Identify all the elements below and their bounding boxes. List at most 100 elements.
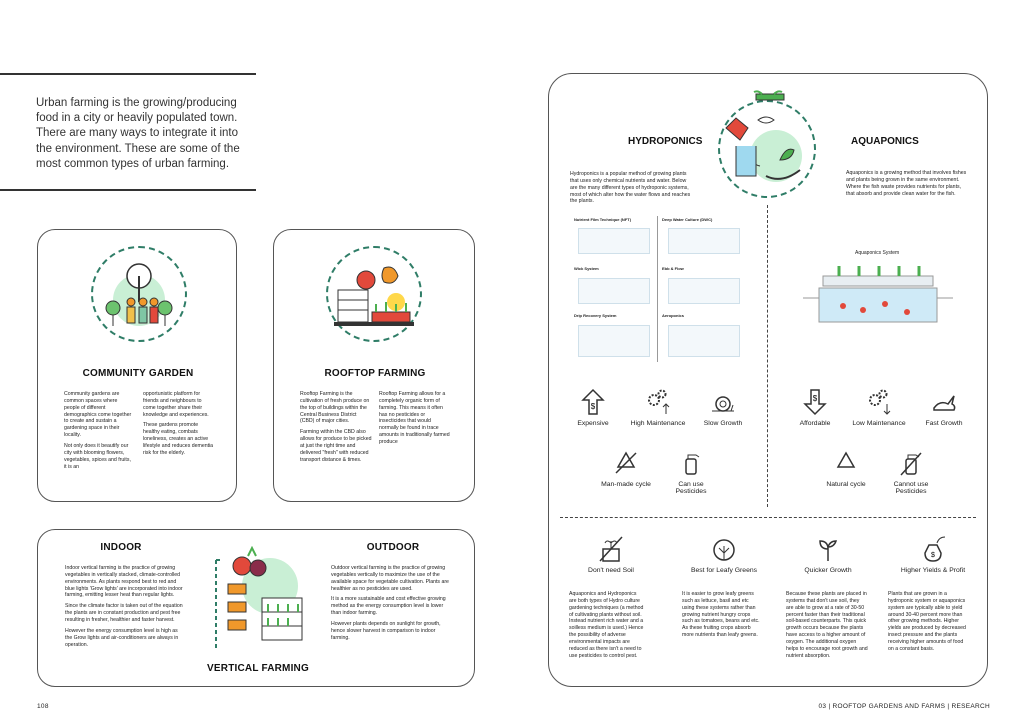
svg-text:$: $ — [931, 552, 935, 559]
prop-low-maintenance: Low Maintenance — [846, 388, 912, 427]
community-col-1: Community gardens are common spaces wher… — [64, 391, 134, 474]
system-label-dwc: Deep Water Culture (DWC) — [662, 217, 713, 222]
prop-affordable: $ Affordable — [790, 388, 840, 427]
spray-bottle-crossed-icon — [900, 452, 922, 476]
section-footer: 03 | ROOFTOP GARDENS AND FARMS | RESEARC… — [818, 703, 990, 710]
diagram-wick — [578, 278, 650, 304]
system-label-wick: Wick System — [574, 266, 599, 271]
indoor-p3: However the energy consumption level is … — [65, 627, 179, 648]
prop-can-use-pesticides: Can use Pesticides — [664, 449, 718, 495]
top-rule — [0, 73, 256, 75]
diagram-ebb-flow — [668, 278, 740, 304]
benefit-no-soil: Don't need Soil — [576, 535, 646, 574]
seedling-icon — [819, 540, 838, 561]
svg-text:$: $ — [591, 402, 596, 411]
vertical-farming-card: INDOOR Indoor vertical farming is the pr… — [37, 529, 475, 687]
prop-expensive: $ Expensive — [568, 388, 618, 427]
gears-up-icon — [648, 389, 670, 414]
community-col-1-p1: Community gardens are common spaces wher… — [64, 391, 132, 439]
prop-natural-cycle-label: Natural cycle — [826, 481, 866, 488]
indoor-text: Indoor vertical farming is the practice … — [65, 565, 185, 652]
gears-down-icon — [869, 389, 891, 415]
benefit-higher-yields: $ Higher Yields & Profit — [892, 535, 974, 574]
benefit-quicker-growth: Quicker Growth — [796, 535, 860, 574]
prop-man-made-cycle-label: Man-made cycle — [601, 481, 651, 488]
lettuce-icon — [713, 539, 735, 561]
community-garden-icon — [105, 263, 173, 326]
aquaponics-system-label: Aquaponics System — [855, 250, 900, 256]
hydro-aqua-icon — [725, 90, 802, 182]
outdoor-p2: It is a more sustainable and cost effect… — [331, 596, 446, 617]
system-label-drip: Drip Recovery System — [574, 313, 617, 318]
indoor-title: INDOOR — [100, 542, 142, 553]
aquaponics-text: Aquaponics is a growing method that invo… — [846, 170, 967, 197]
outdoor-p3: However plants depends on sunlight for g… — [331, 621, 441, 641]
rooftop-farming-title: ROOFTOP FARMING — [324, 368, 426, 379]
prop-slow-growth: Slow Growth — [698, 388, 748, 427]
rooftop-farming-card: ROOFTOP FARMING Rooftop Farming is the c… — [273, 229, 475, 502]
diagram-dwc — [668, 228, 740, 254]
outdoor-title: OUTDOOR — [366, 542, 420, 553]
no-soil-icon — [599, 536, 623, 562]
bottom-rule — [0, 189, 256, 191]
page-number: 108 — [37, 703, 49, 710]
hydroponics-title: HYDROPONICS — [628, 136, 703, 147]
community-col-2-p2: These gardens promote healthy eating, co… — [143, 422, 214, 456]
benefit-no-soil-title: Don't need Soil — [588, 567, 634, 574]
hydroponics-text: Hydroponics is a popular method of growi… — [570, 171, 691, 205]
prop-fast-growth-label: Fast Growth — [925, 420, 963, 427]
prop-low-maintenance-label: Low Maintenance — [852, 420, 906, 427]
community-garden-title: COMMUNITY GARDEN — [82, 368, 194, 379]
benefit-leafy-greens: Best for Leafy Greens — [682, 535, 766, 574]
spray-bottle-icon — [685, 454, 700, 475]
rooftop-col-2: Rooftop Farming allows for a completely … — [379, 391, 451, 450]
prop-cannot-use-pesticides: Cannot use Pesticides — [882, 449, 940, 495]
snail-icon — [712, 396, 734, 412]
indoor-p1: Indoor vertical farming is the practice … — [65, 565, 183, 599]
hydro-aqua-icon-ring — [718, 100, 816, 198]
prop-expensive-label: Expensive — [577, 420, 609, 427]
benefit-leafy-greens-title: Best for Leafy Greens — [690, 567, 758, 574]
outdoor-p1: Outdoor vertical farming is the practice… — [331, 565, 449, 592]
vertical-farming-title: VERTICAL FARMING — [207, 663, 309, 674]
rooftop-col-1-p2: Farming within the CBD also allows for p… — [300, 429, 372, 463]
prop-cannot-use-pesticides-label: Cannot use Pesticides — [893, 481, 929, 495]
prop-high-maintenance: High Maintenance — [625, 388, 691, 427]
outdoor-text: Outdoor vertical farming is the practice… — [331, 565, 453, 646]
dollar-up-icon: $ — [581, 388, 605, 415]
recycle-icon — [836, 451, 856, 468]
hydro-diagram-divider — [657, 216, 658, 362]
rooftop-farming-icon — [334, 266, 414, 326]
diagram-drip — [578, 325, 650, 357]
diagram-nft — [578, 228, 650, 254]
aquaponics-diagram — [803, 266, 953, 323]
community-col-2: opportunistic platform for friends and n… — [143, 391, 215, 461]
benefit-higher-yields-title: Higher Yields & Profit — [900, 567, 966, 574]
prop-high-maintenance-label: High Maintenance — [630, 420, 686, 427]
benefit-higher-yields-text: Plants that are grown in a hydroponic sy… — [888, 591, 966, 652]
system-label-ebb-flow: Ebb & Flow — [662, 266, 684, 271]
community-garden-card: COMMUNITY GARDEN Community gardens are c… — [37, 229, 237, 502]
prop-slow-growth-label: Slow Growth — [703, 420, 743, 427]
rooftop-col-2-p1: Rooftop Farming allows for a completely … — [379, 391, 450, 446]
rooftop-icon-ring — [326, 246, 422, 342]
community-col-2-p1: opportunistic platform for friends and n… — [143, 391, 209, 418]
benefit-no-soil-text: Aquaponics and Hydroponics are both type… — [569, 591, 644, 659]
money-bag-plant-icon: $ — [924, 536, 946, 562]
community-icon-ring — [91, 246, 187, 342]
system-label-nft: Nutrient Film Technique (NFT) — [574, 217, 632, 222]
vertical-farming-icon — [215, 546, 303, 650]
benefit-quicker-growth-title: Quicker Growth — [804, 567, 852, 574]
dollar-down-icon: $ — [803, 389, 827, 416]
horizontal-divider — [560, 517, 976, 518]
benefit-quicker-growth-text: Because these plants are placed in syste… — [786, 591, 868, 659]
community-col-1-p2: Not only does it beautify our city with … — [64, 443, 131, 470]
prop-man-made-cycle: Man-made cycle — [596, 449, 656, 488]
center-divider — [767, 205, 768, 507]
prop-can-use-pesticides-label: Can use Pesticides — [675, 481, 707, 495]
intro-text: Urban farming is the growing/producing f… — [36, 97, 240, 170]
system-label-aeroponics: Aeroponics — [662, 313, 685, 318]
recycle-crossed-icon — [615, 451, 637, 474]
rooftop-col-1: Rooftop Farming is the cultivation of fr… — [300, 391, 372, 468]
prop-affordable-label: Affordable — [799, 420, 831, 427]
